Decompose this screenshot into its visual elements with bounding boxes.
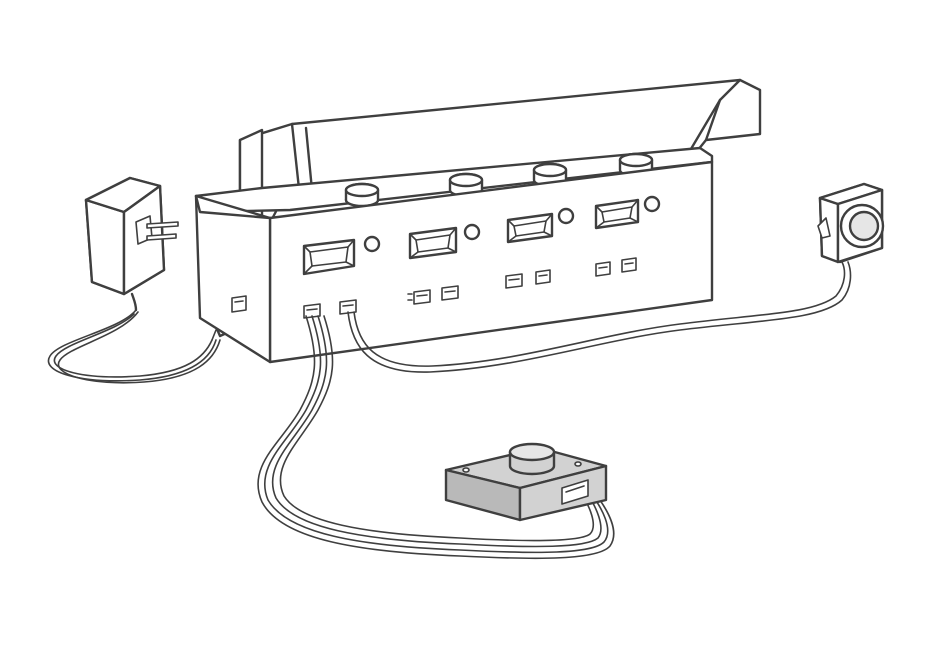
- indicator-window-3: [506, 212, 554, 244]
- top-knob-2: [448, 172, 484, 198]
- port-pair-3: [505, 269, 551, 289]
- indicator-window-2: [408, 226, 458, 260]
- indicator-lamp-2: [463, 223, 481, 241]
- prong-lower-icon: [146, 233, 177, 241]
- push-button-module: [444, 442, 608, 522]
- power-adapter: [84, 176, 179, 312]
- top-knob-1: [344, 182, 380, 208]
- port-pair-4: [595, 257, 637, 277]
- box-end: [194, 194, 272, 364]
- indicator-lamp-1: [363, 235, 381, 253]
- indicator-lamp-3: [557, 207, 575, 225]
- indicator-window-4: [594, 198, 640, 230]
- module-cable: [257, 315, 615, 560]
- side-port-icon: [231, 295, 247, 313]
- port-pair-2: [407, 285, 459, 305]
- indicator-window-1: [302, 238, 356, 276]
- remote-cable: [347, 261, 852, 373]
- port-pair-1: [303, 299, 357, 319]
- indicator-lamp-4: [643, 195, 661, 213]
- remote-button-cap-icon: [848, 210, 880, 242]
- remote-button: [817, 182, 885, 264]
- screw-icon: [462, 467, 470, 473]
- screw-icon: [574, 461, 582, 467]
- control-box: [194, 78, 762, 364]
- prong-upper-icon: [146, 221, 179, 229]
